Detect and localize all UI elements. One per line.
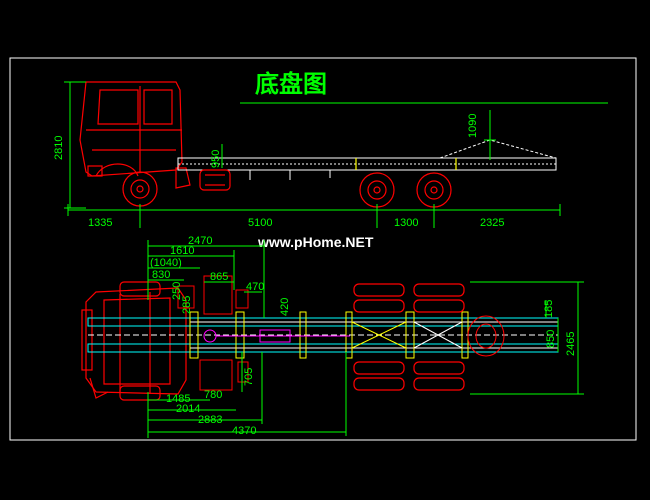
- side-horizontal-dims: [67, 204, 561, 228]
- dim-wheelbase: 5100: [248, 217, 272, 229]
- side-rear-wedge: [439, 139, 557, 159]
- dim-rear-offset: 185: [543, 300, 555, 318]
- dim-top-1040: (1040): [150, 257, 182, 269]
- top-right-dims: [470, 281, 584, 395]
- side-rear-wheels: [355, 158, 457, 208]
- side-fuel-tank: [199, 169, 231, 191]
- dim-rear-height: 1090: [467, 114, 479, 138]
- dim-top-2470: 2470: [188, 235, 212, 247]
- dim-bottom-2014: 2014: [176, 403, 200, 415]
- dim-width-frame: 850: [545, 330, 557, 348]
- dim-bottom-4370: 4370: [232, 425, 256, 437]
- top-upper-dims: [147, 240, 265, 318]
- dim-small-285: 285: [181, 296, 193, 314]
- dim-top-865: 865: [210, 271, 228, 283]
- top-cab: [81, 287, 187, 399]
- dim-top-1610: 1610: [170, 245, 194, 257]
- drawing-border: [9, 57, 637, 441]
- top-rear-wheels: [353, 283, 465, 391]
- dim-bottom-2883: 2883: [198, 414, 222, 426]
- dim-axle-spacing: 1300: [394, 217, 418, 229]
- dim-top-470: 470: [246, 281, 264, 293]
- dim-rear-overhang: 2325: [480, 217, 504, 229]
- top-components: [177, 275, 505, 391]
- dim-lower-705: 705: [243, 368, 255, 386]
- dim-small-250: 250: [171, 282, 183, 300]
- drawing-title: 底盘图: [255, 70, 327, 98]
- side-vertical-dims: [64, 81, 496, 209]
- top-view: 2470 1610 (1040) 830 865 470 250 285 420…: [81, 235, 584, 438]
- dim-overall-height: 2810: [53, 136, 65, 160]
- dim-front-overhang: 1335: [88, 217, 112, 229]
- side-view: 2810 1090 950 1335 5100 1300 2325: [53, 81, 561, 229]
- dim-small-420: 420: [279, 298, 291, 316]
- side-frame-rail: [177, 157, 557, 180]
- dim-fuel-tank: 950: [210, 150, 222, 168]
- dim-top-830: 830: [152, 269, 170, 281]
- dim-lower-780: 780: [204, 389, 222, 401]
- top-lower-dims: [147, 352, 347, 438]
- top-frame-rails: [87, 317, 559, 353]
- side-cab: [79, 81, 191, 189]
- top-cross-members: [189, 311, 469, 359]
- dim-width-total: 2465: [565, 332, 577, 356]
- top-front-wheels: [119, 281, 161, 401]
- side-front-wheel: [122, 171, 158, 207]
- dim-bottom-1485: 1485: [166, 393, 190, 405]
- watermark: www.pHome.NET: [257, 234, 374, 250]
